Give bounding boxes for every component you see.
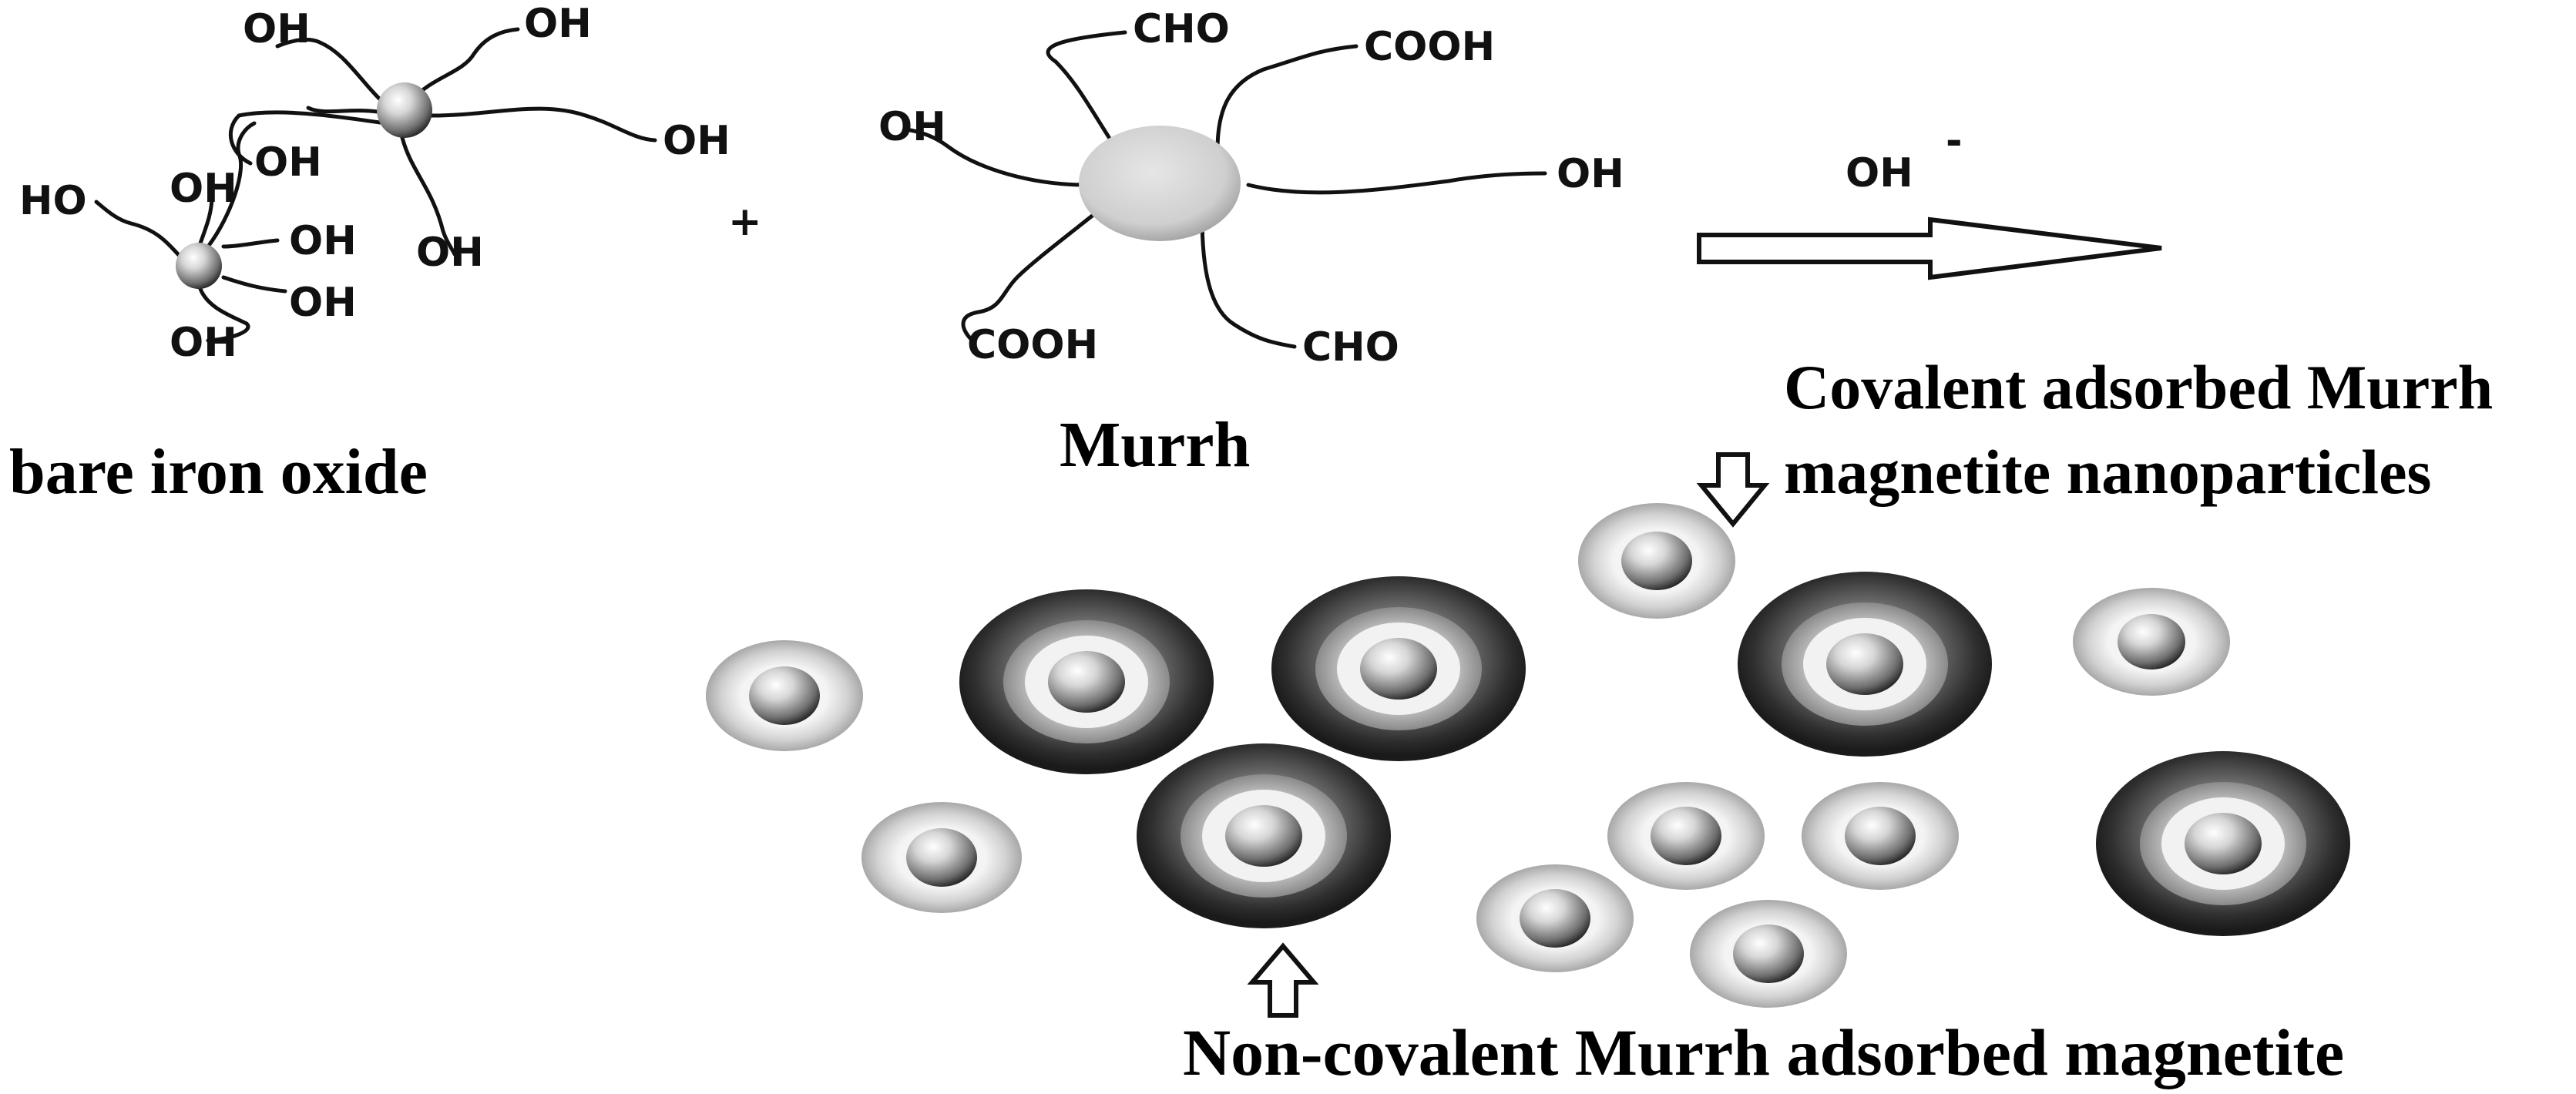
covalent-nanoparticle [1476,864,1634,972]
oxide-group-oh: OH [416,230,484,276]
noncovalent-nanoparticle [959,589,1214,774]
noncovalent-nanoparticle [1271,576,1526,761]
murrh-group-oh: OH [878,104,946,150]
murrh-group-cooh: COOH [967,322,1098,368]
covalent-nanoparticle [1607,782,1765,890]
murrh-group-oh: OH [1557,151,1624,197]
oxide-group-oh: OH [289,280,357,326]
covalent-nanoparticle [1578,503,1735,619]
noncovalent-particles [959,572,2350,936]
oxide-group-oh: OH [170,320,237,366]
reaction-arrow [1697,216,2162,280]
covalent-nanoparticle [706,640,863,751]
covalent-nanoparticle [2073,588,2230,696]
covalent-nanoparticle [1690,900,1847,1008]
reagent-hydroxide: OH [1846,150,1913,196]
covalent-label-line1: Covalent adsorbed Murrh [1784,352,2493,422]
noncovalent-pointer-arrow [1247,942,1319,1018]
covalent-particles [706,503,2230,1008]
oxide-group-oh: OH [243,6,311,52]
bare-iron-oxide-label: bare iron oxide [9,436,428,508]
oxide-group-oh: OH [663,118,730,164]
noncovalent-label: Non-covalent Murrh adsorbed magnetite [1183,1015,2344,1089]
plus-sign: + [728,199,762,245]
oxide-group-oh: OH [170,166,237,212]
murrh-group-cho: CHO [1133,6,1230,52]
noncovalent-nanoparticle [2096,751,2350,936]
oxide-group-ho: HO [19,178,87,224]
noncovalent-nanoparticle [1738,572,1992,757]
covalent-pointer-arrow [1696,452,1770,528]
murrh-group-cooh: COOH [1364,24,1495,70]
noncovalent-nanoparticle [1137,743,1391,928]
reaction-arrow-shape [1697,216,2162,280]
oxide-group-oh: OH [524,1,592,47]
covalent-nanoparticle [861,802,1022,913]
murrh-molecule [903,30,1547,349]
covalent-nanoparticle [1802,782,1959,890]
covalent-label-line2: magnetite nanoparticles [1784,437,2431,507]
iron-oxide-core-large [377,82,432,138]
oxide-group-oh: OH [289,218,357,264]
bare-iron-oxide-large-particle [228,27,657,257]
murrh-label: Murrh [1060,409,1250,481]
oxide-group-oh: OH [254,139,322,186]
murrh-core [1079,126,1241,241]
iron-oxide-core-small [176,243,222,289]
murrh-group-cho: CHO [1302,324,1399,371]
reagent-charge: - [1946,118,1963,164]
bare-iron-oxide-small-particle [94,121,287,343]
